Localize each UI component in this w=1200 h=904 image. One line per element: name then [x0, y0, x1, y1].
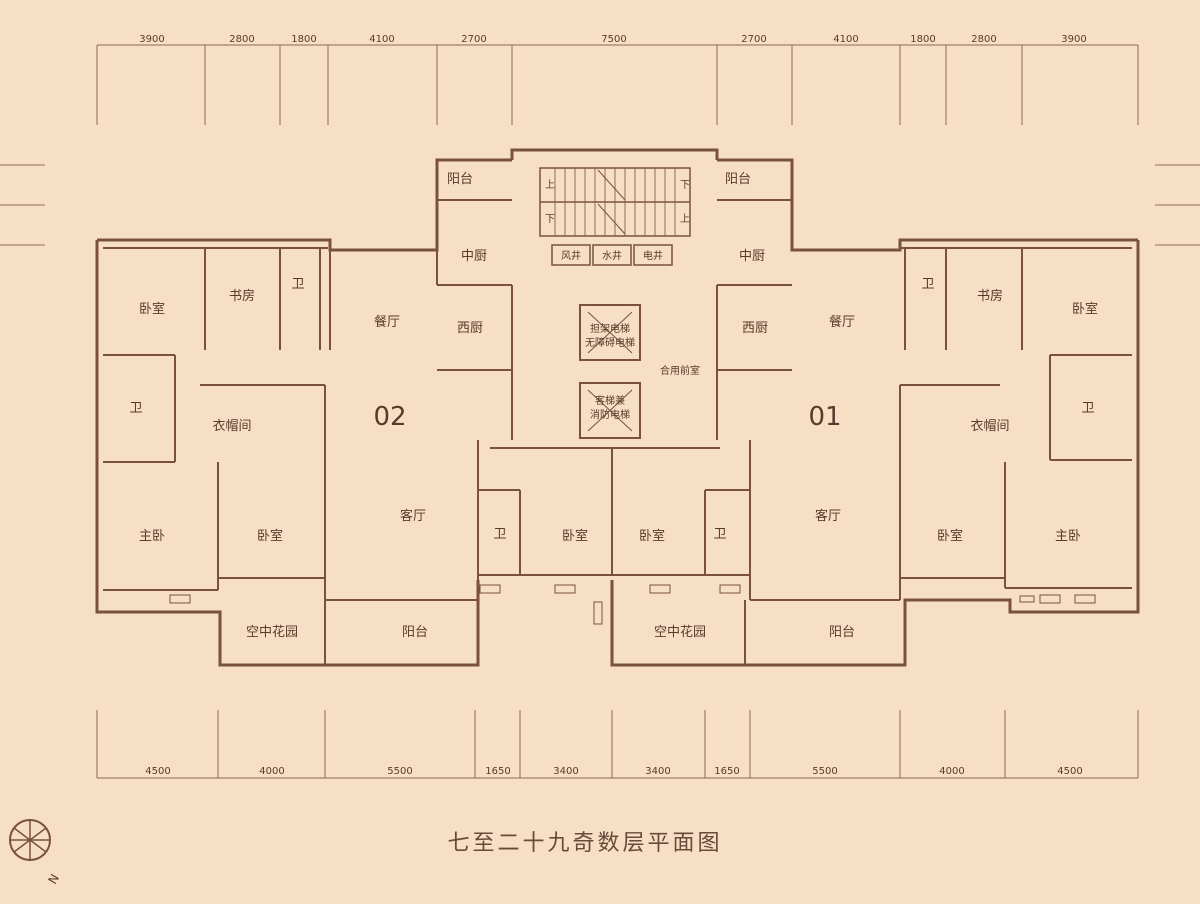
right-master: 主卧	[1055, 529, 1081, 544]
top-dim-8: 4100	[833, 34, 858, 45]
left-sky-garden: 空中花园	[246, 624, 298, 640]
left-wc-bottom: 卫	[493, 527, 506, 542]
elevator1-line1: 担架电梯	[590, 322, 630, 335]
bottom-dim-3: 5500	[387, 766, 412, 777]
bottom-dim-4: 1650	[485, 766, 510, 777]
bottom-dim-9: 4000	[939, 766, 964, 777]
right-bedroom-bottom: 卧室	[639, 528, 665, 544]
right-dining: 餐厅	[829, 314, 855, 330]
elevator2-line2: 消防电梯	[590, 408, 630, 421]
bottom-dim-5: 3400	[553, 766, 578, 777]
left-chinese-kitchen: 中厨	[461, 249, 487, 264]
bottom-dim-2: 4000	[259, 766, 284, 777]
right-balcony-top: 阳台	[725, 172, 751, 187]
unit-number-left: 02	[373, 402, 406, 432]
left-living: 客厅	[400, 508, 426, 524]
water-shaft-label: 水井	[602, 249, 622, 262]
left-master: 主卧	[139, 529, 165, 544]
top-dim-9: 1800	[910, 34, 935, 45]
stair-down-right: 下	[680, 180, 690, 191]
right-living: 客厅	[815, 508, 841, 524]
top-dim-7: 2700	[741, 34, 766, 45]
right-cloakroom: 衣帽间	[970, 418, 1009, 434]
bottom-dimension-labels: 4500 4000 5500 1650 3400 3400 1650 5500 …	[145, 766, 1082, 777]
compass-north-label: N	[45, 872, 62, 887]
left-bedroom-bottom: 卧室	[562, 528, 588, 544]
bottom-dim-6: 3400	[645, 766, 670, 777]
wind-shaft-label: 风井	[561, 249, 581, 262]
right-wc-top: 卫	[921, 277, 934, 292]
left-balcony-bottom: 阳台	[402, 625, 428, 640]
left-western-kitchen: 西厨	[457, 321, 483, 336]
right-balcony-bottom: 阳台	[829, 625, 855, 640]
elec-shaft-label: 电井	[643, 249, 663, 262]
left-bedroom-top: 卧室	[139, 301, 165, 317]
stair-core	[539, 167, 691, 439]
side-axis-lines	[0, 164, 1200, 246]
exterior-walls	[95, 148, 1140, 667]
core-labels: 上 下 下 上 风井 水井 电井 担架电梯 无障碍电梯 客梯兼 消防电梯 合用前…	[545, 179, 700, 421]
left-wc-top: 卫	[291, 277, 304, 292]
left-bedroom-mid: 卧室	[257, 528, 283, 544]
bottom-dimension-chain	[96, 710, 1139, 779]
stair-up-right: 上	[680, 213, 690, 225]
left-unit-room-labels: 卧室 书房 卫 卫 衣帽间 主卧 卧室 餐厅 西厨 中厨 阳台 客厅 卫 卧室 …	[129, 172, 588, 640]
right-chinese-kitchen: 中厨	[739, 249, 765, 264]
unit-number-right: 01	[808, 402, 841, 432]
stair-up-left: 上	[545, 179, 555, 191]
top-dimension-chain	[96, 44, 1139, 125]
interior-walls	[103, 199, 1132, 665]
windows	[169, 584, 1096, 625]
lobby-label: 合用前室	[660, 364, 700, 377]
top-dim-4: 4100	[369, 34, 394, 45]
right-bedroom-top: 卧室	[1072, 301, 1098, 317]
top-dim-2: 2800	[229, 34, 254, 45]
left-wc-mid: 卫	[129, 401, 142, 416]
top-dimension-labels: 3900 2800 1800 4100 2700 7500 2700 4100 …	[139, 34, 1086, 45]
right-western-kitchen: 西厨	[742, 321, 768, 336]
top-dim-11: 3900	[1061, 34, 1086, 45]
right-wc-bottom: 卫	[713, 527, 726, 542]
bottom-dim-10: 4500	[1057, 766, 1082, 777]
stair-down-left: 下	[545, 214, 555, 225]
right-wc-mid: 卫	[1081, 401, 1094, 416]
compass-icon	[9, 819, 51, 861]
elevator1-line2: 无障碍电梯	[585, 336, 635, 349]
top-dim-10: 2800	[971, 34, 996, 45]
top-dim-1: 3900	[139, 34, 164, 45]
left-balcony-top: 阳台	[447, 172, 473, 187]
plan-title: 七至二十九奇数层平面图	[447, 831, 722, 856]
left-cloakroom: 衣帽间	[212, 418, 251, 434]
top-dim-5: 2700	[461, 34, 486, 45]
bottom-dim-8: 5500	[812, 766, 837, 777]
right-study: 书房	[977, 288, 1003, 304]
right-sky-garden: 空中花园	[654, 624, 706, 640]
left-dining: 餐厅	[374, 314, 400, 330]
top-dim-3: 1800	[291, 34, 316, 45]
bottom-dim-1: 4500	[145, 766, 170, 777]
elevator2-line1: 客梯兼	[595, 394, 625, 407]
right-unit-room-labels: 阳台 中厨 西厨 餐厅 卫 书房 卧室 衣帽间 卫 客厅 卧室 主卧 卧室 卫 …	[639, 172, 1098, 640]
top-dim-6: 7500	[601, 34, 626, 45]
bottom-dim-7: 1650	[714, 766, 739, 777]
right-bedroom-mid: 卧室	[937, 528, 963, 544]
left-study: 书房	[229, 288, 255, 304]
